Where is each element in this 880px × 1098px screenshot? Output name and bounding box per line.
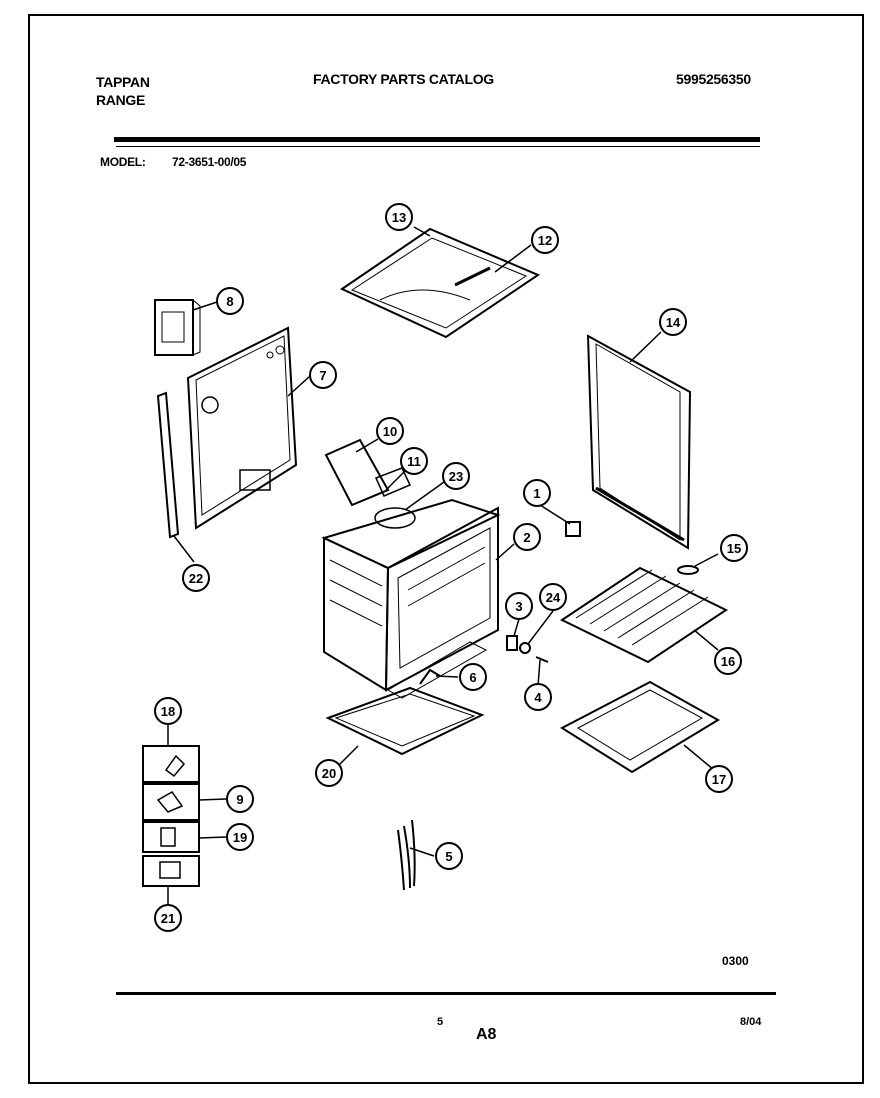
svg-text:17: 17: [712, 772, 726, 787]
header-rule-thin: [116, 146, 760, 147]
leveler-part: [677, 565, 699, 575]
svg-text:4: 4: [534, 690, 542, 705]
bracket-part: [419, 668, 441, 685]
callout-21: 21: [154, 904, 182, 932]
brand-label: TAPPAN: [96, 74, 150, 90]
svg-text:24: 24: [546, 590, 561, 605]
callout-3: 3: [505, 592, 533, 620]
callout-4: 4: [524, 683, 552, 711]
footer-page-number: 5: [437, 1016, 444, 1028]
callout-12: 12: [531, 226, 559, 254]
svg-text:23: 23: [449, 469, 463, 484]
oven-body-part: [321, 498, 501, 699]
svg-text:7: 7: [319, 368, 326, 383]
trim-strip-part: [156, 391, 180, 539]
callout-7: 7: [309, 361, 337, 389]
svg-text:6: 6: [469, 670, 476, 685]
svg-text:19: 19: [233, 830, 247, 845]
callout-5: 5: [435, 842, 463, 870]
callout-24: 24: [539, 583, 567, 611]
broiler-pan-part: [559, 680, 720, 774]
svg-text:1: 1: [533, 486, 540, 501]
washer-part: [519, 642, 531, 654]
pin-part: [535, 656, 549, 663]
svg-text:8: 8: [226, 294, 233, 309]
footer-code: 0300: [722, 954, 749, 968]
svg-text:18: 18: [161, 704, 175, 719]
svg-text:14: 14: [666, 315, 681, 330]
wire-harness-part: [397, 819, 416, 891]
page-frame: [28, 14, 864, 1084]
callout-10: 10: [376, 417, 404, 445]
svg-text:20: 20: [322, 766, 336, 781]
callout-9: 9: [226, 785, 254, 813]
back-panel-part: [186, 326, 298, 530]
svg-text:22: 22: [189, 571, 203, 586]
product-label: RANGE: [96, 92, 146, 108]
callout-circles: 1 2 3 4 5 6 7 8 9 10 11 12 13 14 15 16 1…: [154, 203, 748, 932]
svg-text:2: 2: [523, 530, 530, 545]
burner-box-part: [324, 438, 416, 529]
model-value: 72-3651-00/05: [172, 155, 247, 169]
svg-text:9: 9: [236, 792, 243, 807]
callout-18: 18: [154, 697, 182, 725]
spring-part: [506, 635, 518, 651]
callout-1: 1: [523, 479, 551, 507]
svg-text:16: 16: [721, 654, 735, 669]
callout-22: 22: [182, 564, 210, 592]
parts-stack: [142, 745, 200, 887]
catalog-number: 5995256350: [676, 71, 751, 87]
svg-text:10: 10: [383, 424, 397, 439]
svg-text:11: 11: [407, 454, 421, 469]
bottom-panel-part: [325, 686, 485, 756]
svg-text:21: 21: [161, 911, 175, 926]
svg-text:15: 15: [727, 541, 741, 556]
oven-rack-part: [559, 566, 729, 664]
cooktop-part: [339, 227, 541, 339]
footer-date: 8/04: [740, 1016, 762, 1028]
callout-2: 2: [513, 523, 541, 551]
callout-20: 20: [315, 759, 343, 787]
callout-23: 23: [442, 462, 470, 490]
footer-rule: [116, 992, 776, 995]
catalog-title: FACTORY PARTS CATALOG: [313, 71, 494, 87]
svg-text:13: 13: [392, 210, 406, 225]
svg-text:3: 3: [515, 599, 522, 614]
svg-text:5: 5: [445, 849, 452, 864]
callout-8: 8: [216, 287, 244, 315]
leader-lines: [167, 226, 719, 906]
footer-section: A8: [476, 1026, 497, 1043]
callout-13: 13: [385, 203, 413, 231]
callout-11: 11: [400, 447, 428, 475]
header-rule: [114, 137, 760, 142]
switch-housing-part: [154, 299, 201, 356]
callout-15: 15: [720, 534, 748, 562]
svg-text:12: 12: [538, 233, 552, 248]
callout-6: 6: [459, 663, 487, 691]
side-panel-part: [586, 334, 692, 550]
callout-16: 16: [714, 647, 742, 675]
callout-14: 14: [659, 308, 687, 336]
clip-part: [565, 521, 581, 537]
model-label: MODEL:: [100, 155, 146, 169]
callout-19: 19: [226, 823, 254, 851]
callout-17: 17: [705, 765, 733, 793]
